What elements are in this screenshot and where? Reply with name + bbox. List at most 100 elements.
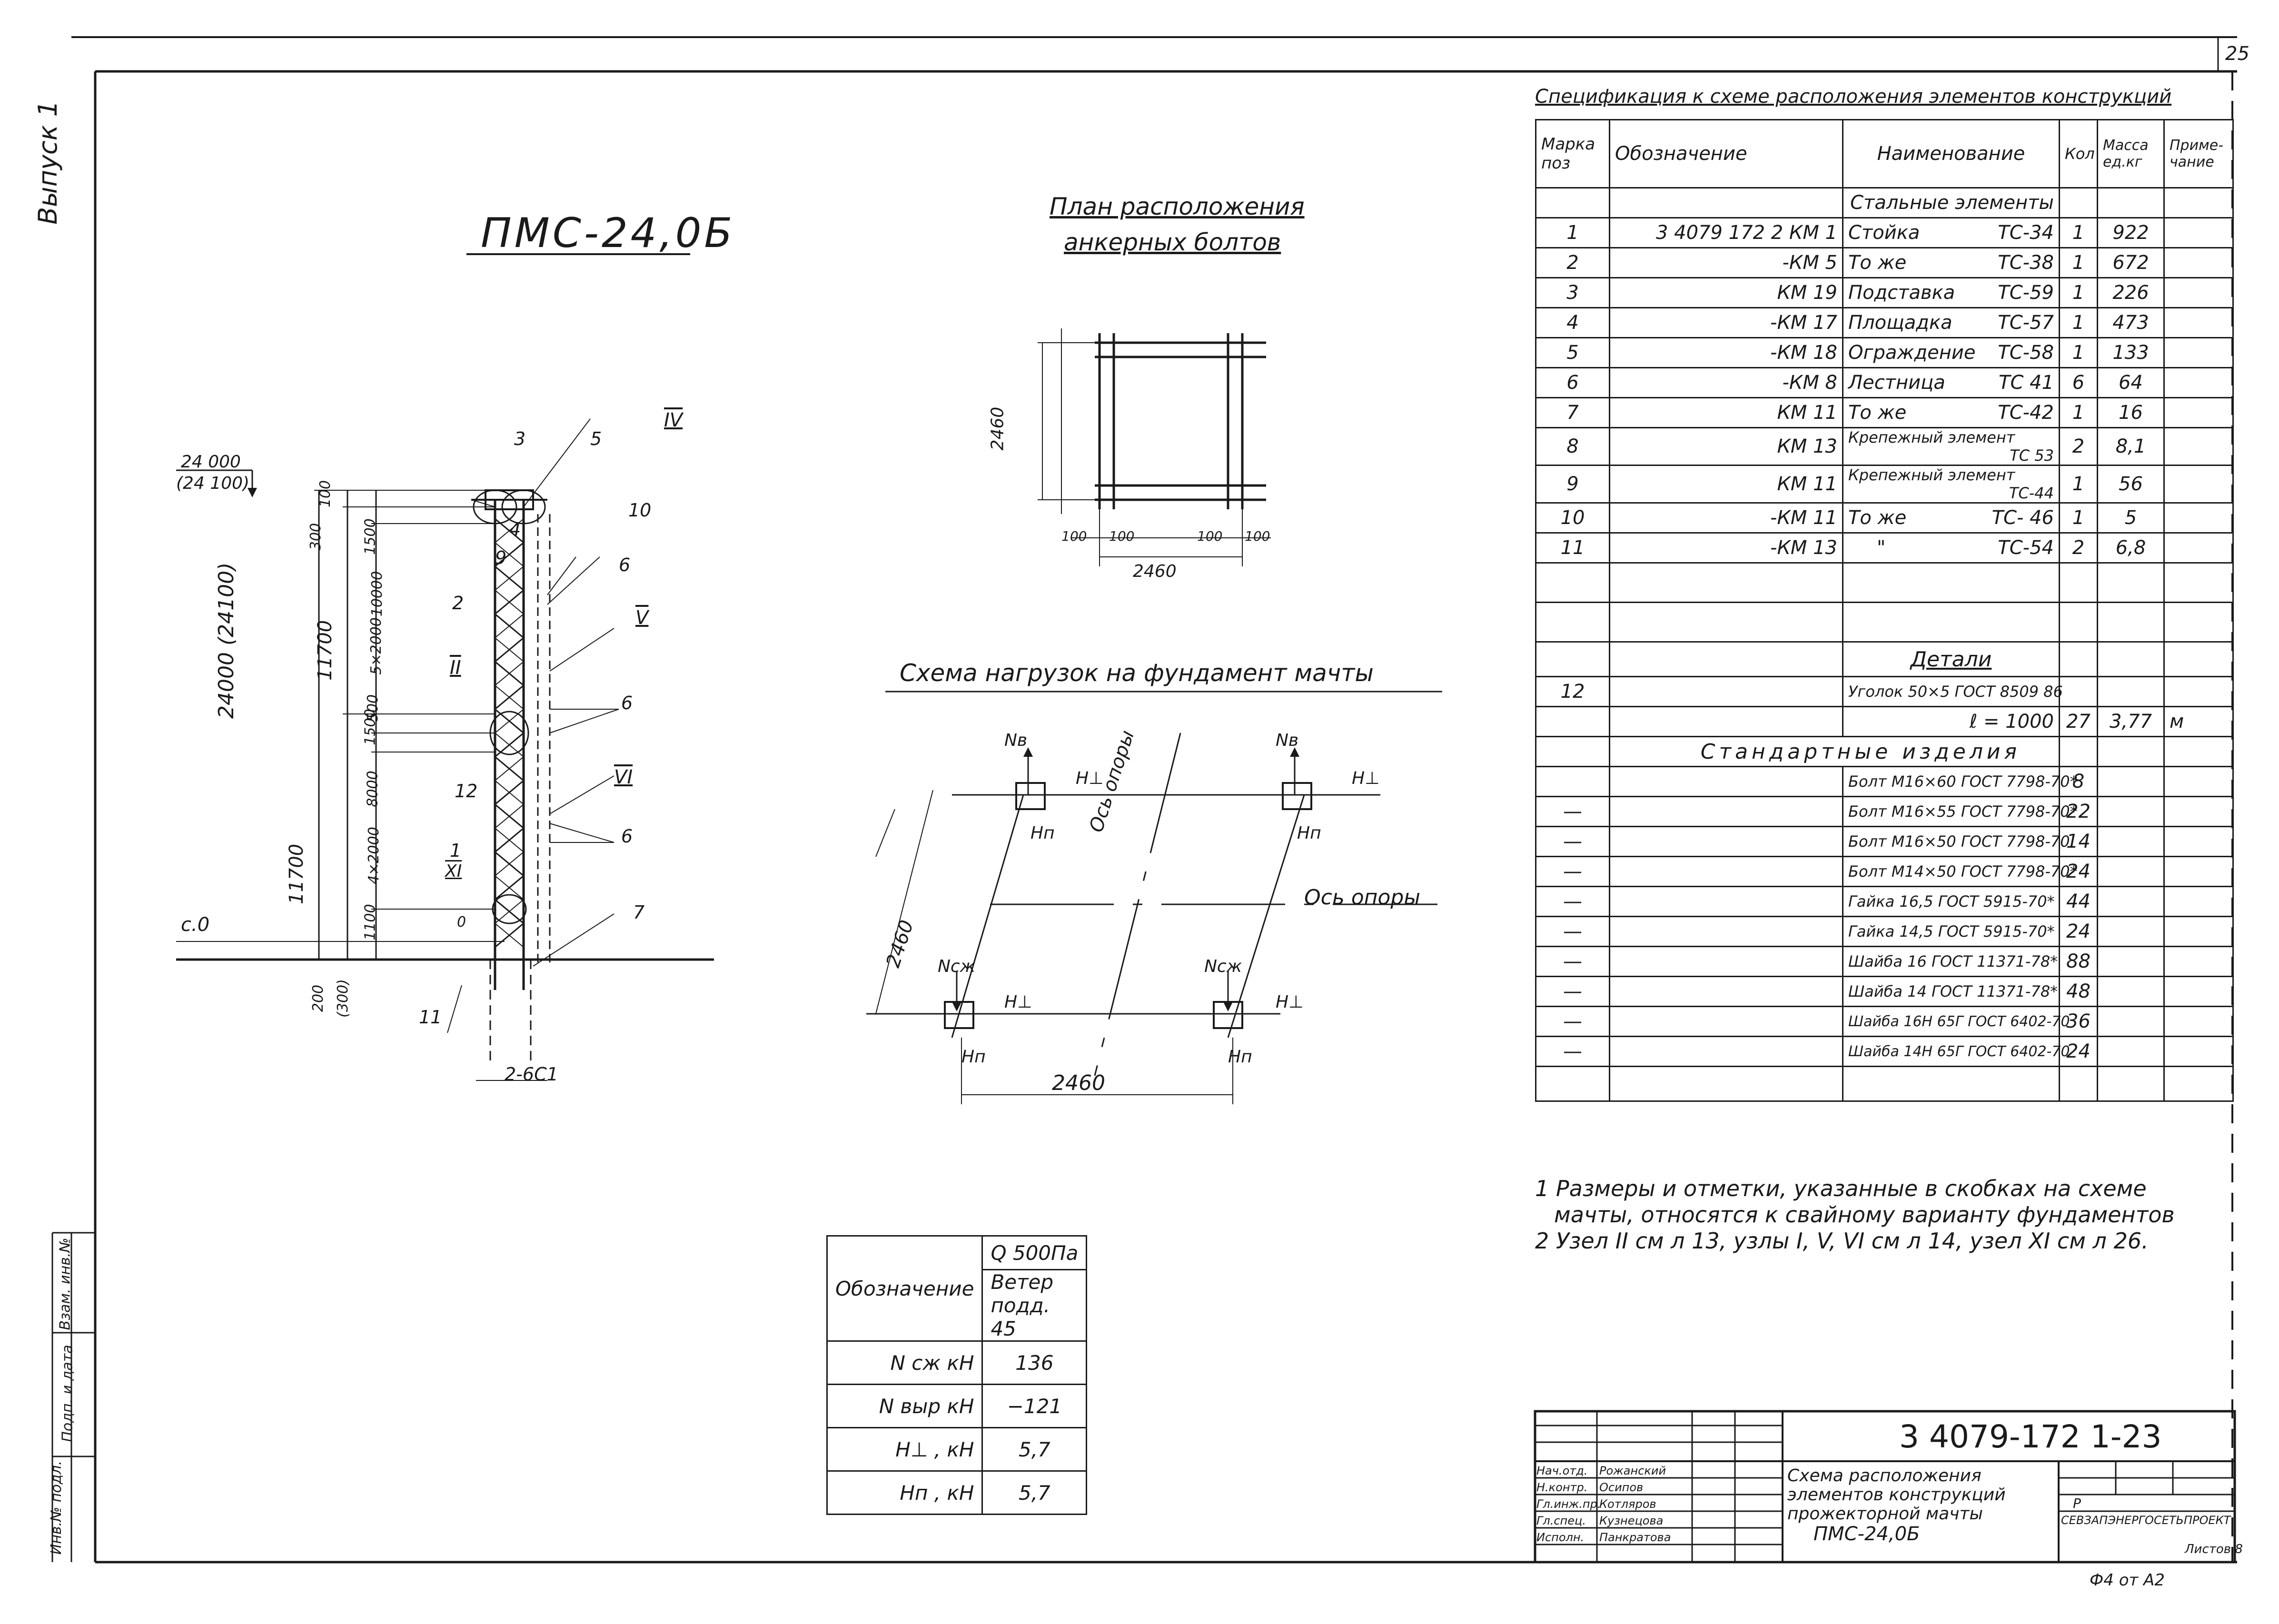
spec-std-name: Шайба 14Н 65Г ГОСТ 6402-70 <box>1842 1036 2070 1067</box>
spec-mass: 56 <box>2097 465 2165 504</box>
spec-std-name: Шайба 14 ГОСТ 11371-78* <box>1842 976 2060 1007</box>
load-label-hp-3: Hп <box>961 1047 986 1067</box>
spec-std-row: Болт М16×60 ГОСТ 7798-70*8 <box>1535 766 2234 797</box>
dim-200: 200 <box>310 984 327 1012</box>
pos-4: 4 <box>509 519 521 540</box>
pos-7: 7 <box>633 902 645 923</box>
dim-1500: 1500 <box>362 518 379 555</box>
spec-std-qty: 88 <box>2059 946 2098 977</box>
dim-8000: 8000 <box>364 771 381 807</box>
anchor-dim-small-1: 100 <box>1061 528 1087 544</box>
section-lower-dim: 11700 <box>286 843 307 904</box>
pos-9: 9 <box>495 547 507 568</box>
node-ref-xi: XI <box>445 862 462 881</box>
spec-empty-row <box>1535 562 2234 603</box>
load-value: 5,7 <box>981 1427 1088 1472</box>
spec-pos: 8 <box>1535 427 1610 466</box>
spec-std-dash: — <box>1535 916 1610 947</box>
spec-code: -КМ 18 <box>1609 337 1843 368</box>
spec-code: КМ 11 <box>1609 397 1843 428</box>
spec-std-name: Шайба 16 ГОСТ 11371-78* <box>1842 946 2060 977</box>
pos-6c: 6 <box>621 826 633 847</box>
side-stamp-2: Подп. и дата <box>59 1345 76 1442</box>
spec-qty: 2 <box>2059 427 2098 466</box>
load-table-header-q: Q 500Па <box>981 1235 1088 1270</box>
pos-11: 11 <box>419 1007 442 1028</box>
pos-12: 12 <box>455 781 478 802</box>
stamp-title-4: ПМС-24,0Б <box>1813 1523 1920 1545</box>
pos-3: 3 <box>514 428 526 449</box>
spec-std-qty: 36 <box>2059 1006 2098 1037</box>
spec-col-note: Приме-чание <box>2163 119 2234 188</box>
spec-title: Спецификация к схеме расположения элемен… <box>1535 86 2172 108</box>
anchor-dim-small-2: 100 <box>1109 528 1135 544</box>
mast-elevation <box>176 418 714 1081</box>
spec-std-qty: 14 <box>2059 826 2098 857</box>
spec-item-ref: ТС-57 <box>1998 312 2054 334</box>
load-dim-bottom: 2460 <box>1052 1071 1105 1095</box>
spec-item-name: Стойка <box>1848 222 1920 244</box>
top-mark: 24 000 <box>181 452 241 472</box>
anchor-plan-title-1: План расположения <box>1050 193 1305 220</box>
spec-item-name: То же <box>1848 402 1907 424</box>
spec-std-row: —Болт М14×50 ГОСТ 7798-70*24 <box>1535 856 2234 887</box>
spec-code: КМ 11 <box>1609 465 1843 504</box>
spec-item-ref: ТС 41 <box>1999 372 2054 394</box>
spec-code: -КМ 13 <box>1609 532 1843 564</box>
load-label-nszh-2: Nсж <box>1204 957 1242 976</box>
spec-std-name: Болт М16×55 ГОСТ 7798-70* <box>1842 796 2078 827</box>
section-upper-dim: 11700 <box>314 620 336 681</box>
load-axis-label-2: Ось опоры <box>1304 885 1421 910</box>
spec-item-ref: ТС-54 <box>1998 537 2054 559</box>
spec-std-name: Гайка 14,5 ГОСТ 5915-70* <box>1842 916 2060 947</box>
document-code: 3 4079-172 1-23 <box>1899 1418 2162 1455</box>
spec-qty: 1 <box>2059 502 2098 534</box>
spec-detail-length: ℓ = 1000 <box>1842 706 2060 737</box>
stamp-role-3: Гл.инж.пр. <box>1536 1497 1601 1511</box>
load-label-nszh-1: Nсж <box>938 957 976 976</box>
spec-std-qty: 8 <box>2059 766 2098 797</box>
spec-std-dash: — <box>1535 886 1610 917</box>
stamp-role-1: Нач.отд. <box>1536 1464 1588 1477</box>
spec-empty-row <box>1535 602 2234 643</box>
spec-qty: 1 <box>2059 247 2098 278</box>
spec-pos: 10 <box>1535 502 1610 534</box>
side-stamp-1: Инв.№ подл. <box>48 1460 65 1555</box>
spec-item-name: То же <box>1848 507 1907 529</box>
spec-mass: 133 <box>2097 337 2165 368</box>
load-scheme-underline <box>885 691 1442 693</box>
spec-detail-note: м <box>2163 706 2234 737</box>
spec-item-name: То же <box>1848 252 1907 274</box>
spec-pos: 11 <box>1535 532 1610 564</box>
pos-6b: 6 <box>621 693 633 713</box>
load-table: Обозначение Q 500Па Ветер подд. 45 N сж … <box>826 1235 1088 1515</box>
anchor-plan-title-2: анкерных болтов <box>1064 228 1281 256</box>
spec-pos: 9 <box>1535 465 1610 504</box>
pos-6a: 6 <box>619 555 631 575</box>
spec-code: -КМ 5 <box>1609 247 1843 278</box>
spec-col-qty: Кол <box>2059 119 2098 188</box>
spec-qty: 1 <box>2059 397 2098 428</box>
node-ref-vi: VI <box>614 766 633 788</box>
load-table-header-designation: Обозначение <box>826 1235 983 1342</box>
spec-code: -КМ 8 <box>1609 367 1843 398</box>
stamp-name-2: Осипов <box>1599 1481 1644 1494</box>
total-height-dim: 24000 (24100) <box>214 562 238 719</box>
spec-std-row: —Шайба 14 ГОСТ 11371-78*48 <box>1535 976 2234 1007</box>
spec-item-name: Лестница <box>1848 372 1945 394</box>
spec-item-ref: ТС- 46 <box>1992 507 2054 529</box>
spec-mass: 922 <box>2097 217 2165 248</box>
spec-col-name: Наименование <box>1842 119 2060 188</box>
load-table-header-row-2: Ветер подд. 45 <box>827 1269 1088 1342</box>
spec-detail-mass: 3,77 <box>2097 706 2165 737</box>
load-table-header-wind: Ветер подд. 45 <box>981 1269 1088 1342</box>
